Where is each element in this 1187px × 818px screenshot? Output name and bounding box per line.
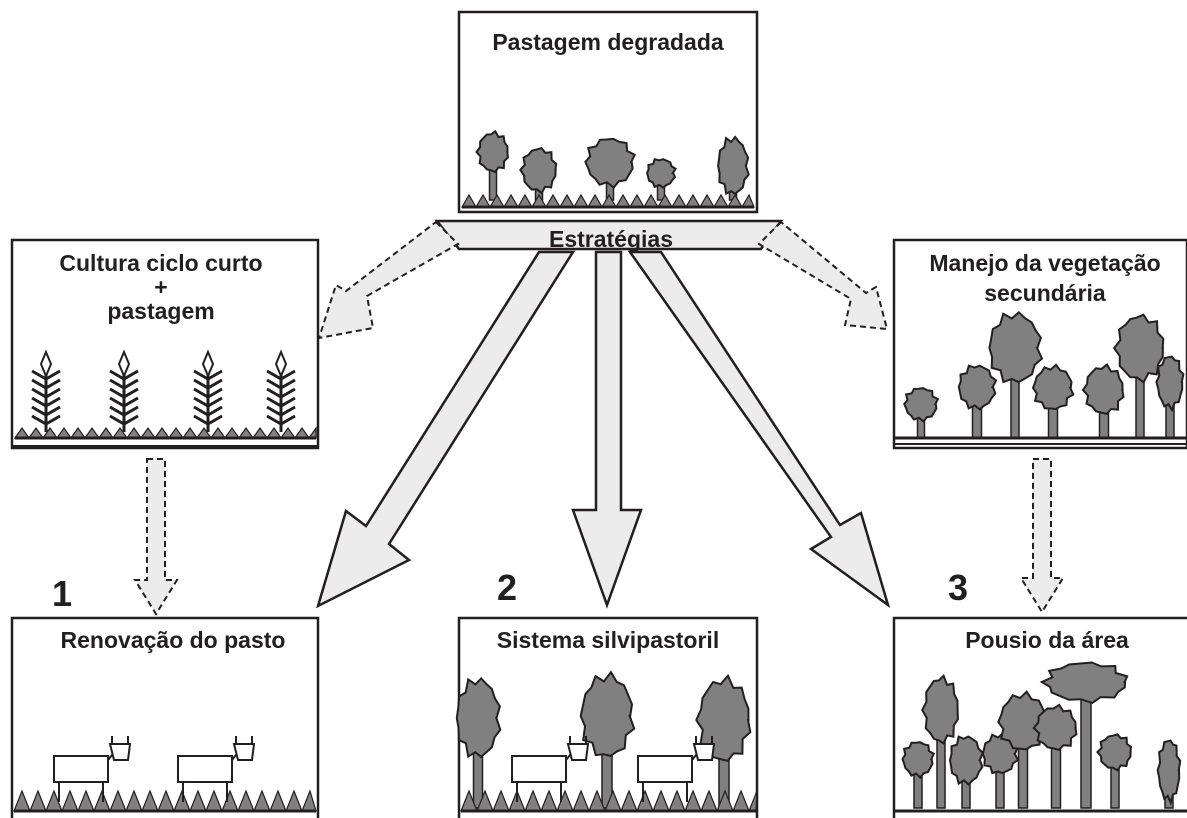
trees-and-cattle-illustration bbox=[455, 670, 758, 813]
silvopastoral-box: Sistema silvipastoril bbox=[455, 616, 759, 818]
grass-icon bbox=[460, 193, 755, 209]
cow-icon bbox=[637, 736, 716, 802]
pasture-with-cattle-illustration bbox=[13, 736, 317, 813]
pasture-renewal-title: Renovação do pasto bbox=[61, 627, 286, 653]
tree-icon bbox=[1096, 733, 1133, 809]
strategy-number-1: 1 bbox=[52, 573, 72, 614]
tree-icon bbox=[921, 674, 959, 809]
short-cycle-title-line2: + bbox=[154, 274, 167, 300]
arrow-to-fallow bbox=[627, 250, 891, 609]
grass-icon bbox=[13, 426, 317, 440]
strategies-label: Estratégias bbox=[549, 226, 673, 252]
secondary-forest-illustration bbox=[894, 310, 1187, 445]
short-cycle-title-line1: Cultura ciclo curto bbox=[59, 250, 262, 276]
cow-icon bbox=[511, 736, 590, 802]
dashed-arrow-to-short-cycle bbox=[317, 220, 460, 340]
tree-icon bbox=[903, 387, 940, 439]
dashed-arrow-to-secondary bbox=[757, 220, 889, 331]
dashed-arrow-secondary-to-fallow bbox=[1019, 458, 1065, 614]
tree-icon bbox=[1031, 363, 1075, 439]
secondary-title-line1: Manejo da vegetação bbox=[929, 250, 1160, 276]
tree-icon bbox=[948, 735, 984, 809]
tree-icon bbox=[957, 364, 998, 439]
corn-plant-icon bbox=[193, 349, 223, 432]
fallow-title: Pousio da área bbox=[965, 627, 1129, 653]
arrow-to-renewal bbox=[315, 250, 576, 609]
arrow-to-silvopastoral bbox=[571, 250, 643, 609]
tree-icon bbox=[988, 310, 1044, 439]
tree-icon bbox=[1155, 355, 1185, 439]
tree-icon bbox=[1112, 313, 1165, 439]
degraded-pasture-title: Pastagem degradada bbox=[492, 29, 724, 55]
dashed-arrow-short-cycle-to-renewal bbox=[133, 458, 179, 616]
corn-crop-illustration bbox=[12, 349, 318, 447]
short-cycle-title-line3: pastagem bbox=[107, 298, 214, 324]
tree-icon bbox=[1032, 703, 1078, 809]
corn-plant-icon bbox=[109, 349, 139, 432]
strategy-number-2: 2 bbox=[497, 567, 517, 608]
tree-icon bbox=[1039, 661, 1129, 809]
tree-icon bbox=[646, 157, 677, 201]
cow-icon bbox=[177, 736, 256, 802]
strategy-number-3: 3 bbox=[948, 567, 968, 608]
tree-icon bbox=[579, 670, 636, 809]
degraded-pasture-illustration bbox=[460, 129, 755, 209]
short-cycle-crop-box: Cultura ciclo curto + pastagem bbox=[10, 238, 320, 450]
tree-icon bbox=[997, 690, 1049, 809]
grass-icon bbox=[460, 789, 758, 813]
corn-plant-icon bbox=[31, 349, 61, 432]
fallow-forest-illustration bbox=[894, 661, 1187, 813]
fallow-box: Pousio da área bbox=[892, 616, 1187, 818]
strategies-bar: Estratégias bbox=[434, 219, 784, 252]
tree-icon bbox=[901, 741, 936, 809]
corn-plant-icon bbox=[266, 349, 296, 432]
tree-icon bbox=[475, 129, 509, 201]
secondary-vegetation-box: Manejo da vegetação secundária bbox=[892, 238, 1187, 450]
tree-icon bbox=[584, 137, 637, 201]
degraded-pasture-box: Pastagem degradada bbox=[457, 10, 759, 214]
grass-icon bbox=[13, 789, 317, 813]
tree-icon bbox=[1156, 739, 1182, 809]
cow-icon bbox=[53, 736, 132, 802]
secondary-title-line2: secundária bbox=[984, 280, 1106, 306]
pasture-renewal-box: Renovação do pasto bbox=[10, 616, 320, 818]
tree-icon bbox=[981, 732, 1020, 809]
silvopastoral-title: Sistema silvipastoril bbox=[497, 627, 719, 653]
